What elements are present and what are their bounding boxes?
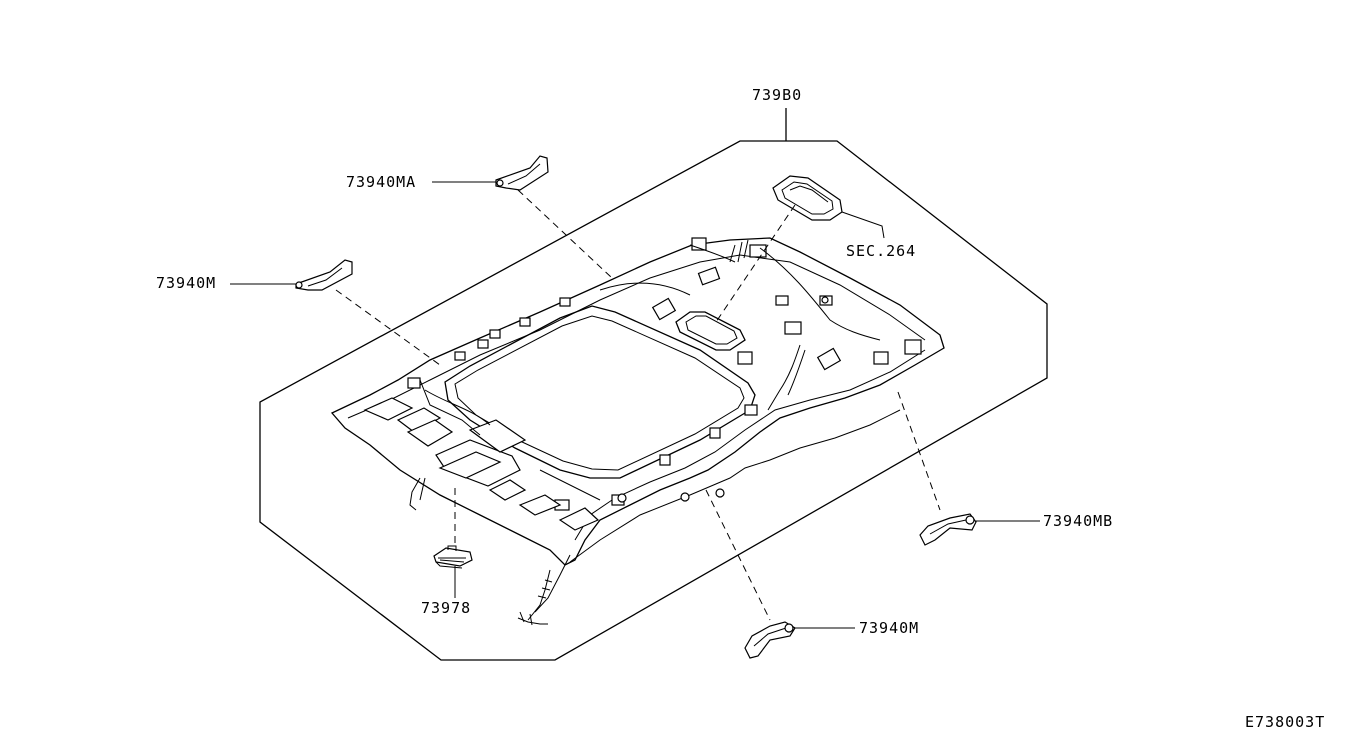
assist-grip-front-left	[295, 259, 353, 291]
label-739B0: 739B0	[752, 86, 803, 104]
map-lamp-part	[772, 175, 843, 221]
headlining-panel	[330, 237, 945, 626]
label-73940M-front: 73940M	[156, 274, 217, 292]
assist-grip-rear-left	[744, 621, 796, 659]
assist-grip-rear-right	[919, 513, 977, 546]
clip-part	[433, 545, 473, 569]
label-73940MB: 73940MB	[1043, 512, 1114, 530]
assist-grip-front-right	[495, 155, 549, 191]
figure-code: E738003T	[1245, 713, 1326, 731]
label-73940M-rear: 73940M	[859, 619, 920, 637]
label-SEC264: SEC.264	[846, 242, 917, 260]
label-73978: 73978	[421, 599, 472, 617]
label-73940MA: 73940MA	[346, 173, 417, 191]
assembly-frame	[259, 140, 1048, 661]
